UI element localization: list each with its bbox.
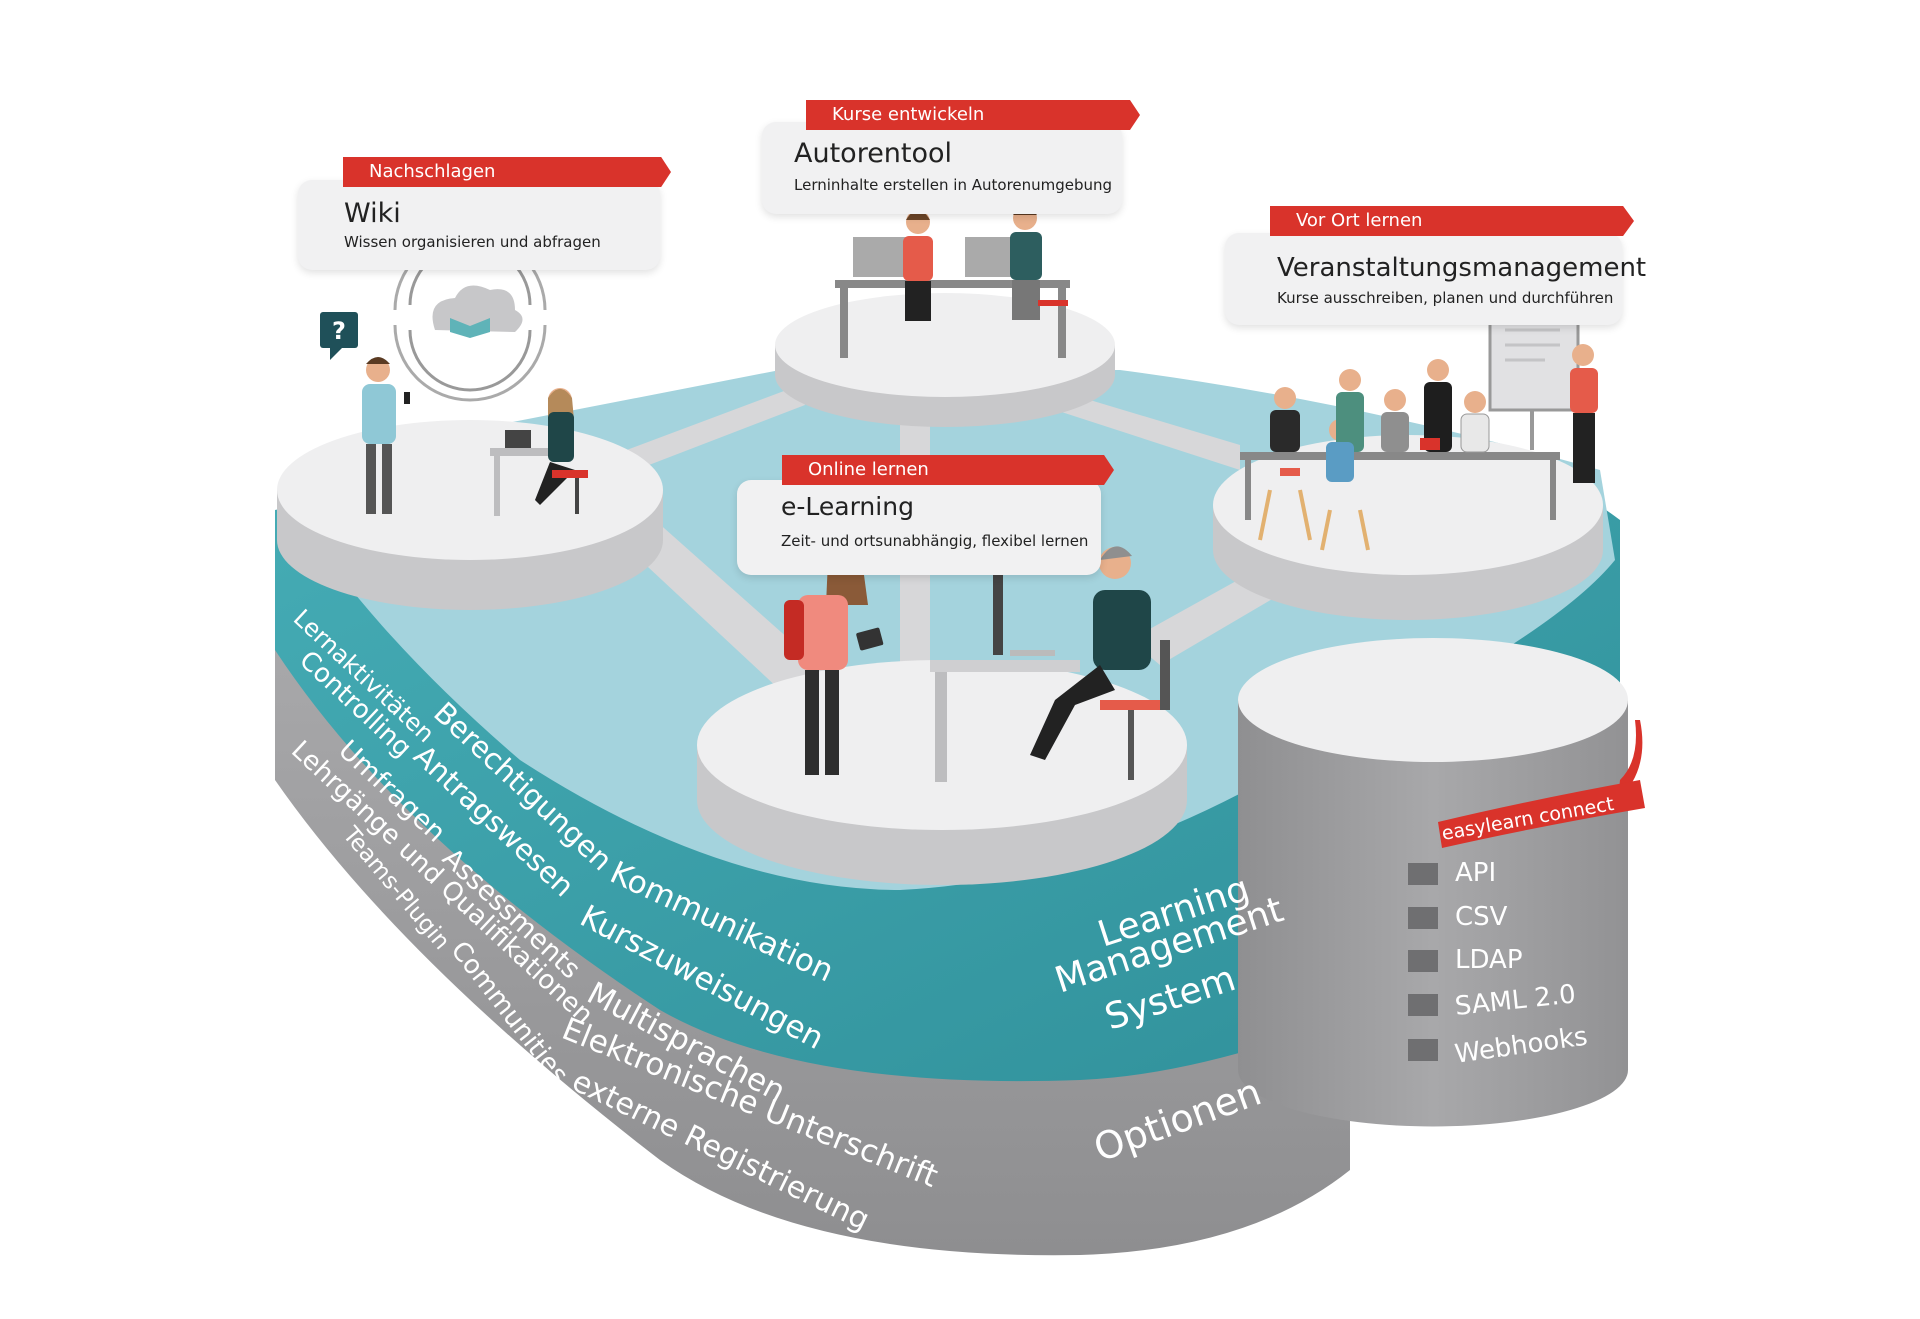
card-wiki[interactable]: Wiki Wissen organisieren und abfragen (298, 180, 660, 270)
platform-veranstaltung (1213, 435, 1603, 620)
platform-wiki (277, 420, 663, 610)
ribbon-online-lernen: Online lernen (782, 455, 1114, 485)
card-veranstaltung[interactable]: Veranstaltungsmanagement Kurse ausschrei… (1225, 233, 1646, 325)
question-bubble (320, 312, 358, 348)
card-autorentool[interactable]: Autorentool Lerninhalte erstellen in Aut… (762, 122, 1122, 214)
connect-item-api-label: API (1455, 858, 1497, 888)
connect-square-icon (1408, 863, 1438, 885)
card-autorentool-title: Autorentool (794, 138, 953, 169)
connect-item-csv-label: CSV (1455, 902, 1508, 932)
connect-square-icon (1408, 907, 1438, 929)
ribbon-nachschlagen: Nachschlagen (343, 157, 671, 187)
person-man-phone (362, 357, 410, 514)
connect-square-icon (1408, 1039, 1438, 1061)
ribbon-kurse-entwickeln: Kurse entwickeln (806, 100, 1140, 130)
card-wiki-subtitle: Wissen organisieren und abfragen (344, 233, 601, 251)
card-elearning-title: e-Learning (781, 492, 914, 521)
card-veranstaltung-subtitle: Kurse ausschreiben, planen und durchführ… (1277, 289, 1614, 307)
person-woman-laptop (490, 388, 588, 516)
connect-square-icon (1408, 994, 1438, 1016)
connect-ribbon (1438, 780, 1645, 848)
connect-square-icon (1408, 950, 1438, 972)
question-mark: ? (332, 317, 346, 345)
connect-cylinder (1238, 638, 1643, 1127)
card-autorentool-subtitle: Lerninhalte erstellen in Autorenumgebung (794, 176, 1113, 194)
card-veranstaltung-title: Veranstaltungsmanagement (1277, 253, 1647, 283)
card-wiki-title: Wiki (344, 198, 401, 229)
veranstaltung-scene (1240, 308, 1598, 551)
card-elearning[interactable]: e-Learning Zeit- und ortsunabhängig, fle… (737, 480, 1101, 575)
connect-item-ldap-label: LDAP (1455, 945, 1523, 975)
ribbon-vor-ort-lernen: Vor Ort lernen (1270, 206, 1634, 236)
card-elearning-subtitle: Zeit- und ortsunabhängig, flexibel lerne… (781, 532, 1089, 550)
